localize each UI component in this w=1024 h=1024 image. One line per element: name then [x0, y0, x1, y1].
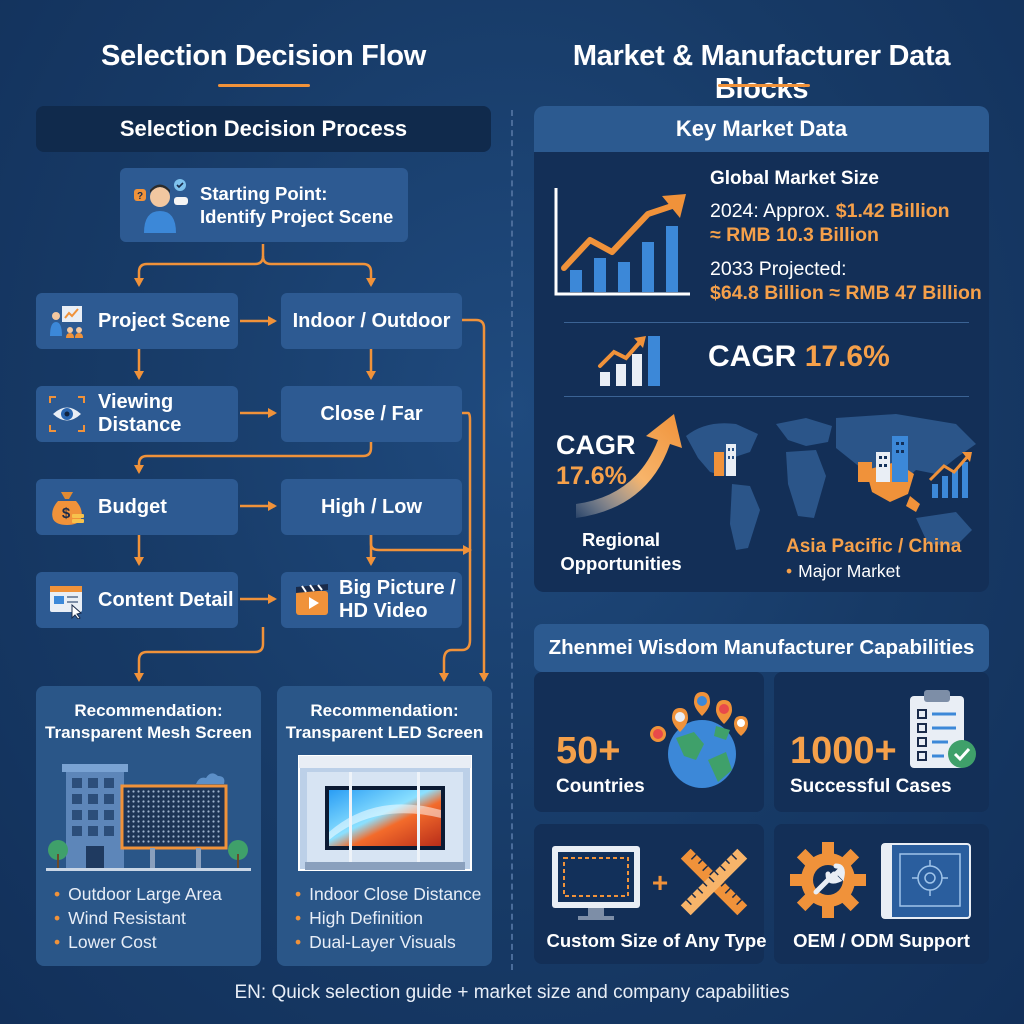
- storefront-led-screen-icon: [298, 755, 472, 871]
- world-map-graphic: [576, 414, 976, 550]
- bullet-item: Outdoor Large Area: [54, 882, 222, 906]
- high-low-box: High / Low: [281, 479, 462, 535]
- region-note: Major Market: [798, 561, 901, 581]
- recommendation-led-title: Recommendation: Transparent LED Screen: [285, 701, 484, 742]
- capabilities-header: Zhenmei Wisdom Manufacturer Capabilities: [534, 624, 989, 672]
- budget-label: Budget: [98, 495, 167, 518]
- market-header: Key Market Data: [534, 106, 989, 152]
- market-panel: [534, 106, 989, 592]
- region-note-line: •Major Market: [786, 561, 901, 581]
- cagr-chart-icon: [598, 336, 660, 386]
- monitor-ruler-icon: +: [552, 846, 748, 920]
- content-detail-label: Content Detail: [98, 588, 234, 611]
- globe-pins-icon: [650, 692, 748, 788]
- start-box: ? Starting Point: Identify Project Scene: [120, 168, 408, 242]
- cases-number: 1000+: [790, 730, 897, 772]
- countries-label: Countries: [556, 776, 645, 797]
- bullet-item: Lower Cost: [54, 930, 222, 954]
- region-name: Asia Pacific / China: [786, 536, 962, 557]
- process-header: Selection Decision Process: [36, 106, 491, 152]
- indoor-outdoor-label: Indoor / Outdoor: [292, 309, 451, 332]
- recommendation-mesh-bullets: Outdoor Large Area Wind Resistant Lower …: [54, 882, 222, 954]
- market-separator-1: [564, 322, 969, 323]
- big-picture-label: Big Picture / HD Video: [339, 577, 456, 622]
- clipboard-check-icon: [910, 690, 976, 768]
- cagr-label: CAGR: [708, 340, 797, 373]
- svg-text:+: +: [652, 867, 668, 898]
- close-far-box: Close / Far: [281, 386, 462, 442]
- market-size-label: Global Market Size: [710, 168, 879, 189]
- browser-cursor-icon: [50, 586, 83, 619]
- viewing-distance-box: Viewing Distance: [36, 386, 238, 442]
- cagr-arrow-value: 17.6%: [556, 462, 627, 490]
- market-2024-rmb: ≈ RMB 10.3 Billion: [710, 224, 879, 246]
- market-2024-prefix: 2024: Approx.: [710, 200, 831, 222]
- custom-size-label: Custom Size of Any Type: [546, 930, 767, 951]
- bullet-item: High Definition: [295, 906, 481, 930]
- cagr-display: CAGR 17.6%: [708, 340, 890, 374]
- recommendation-led-bullets: Indoor Close Distance High Definition Du…: [295, 882, 481, 954]
- presentation-icon: [50, 306, 83, 338]
- left-title-underline: [218, 84, 310, 87]
- recommendation-led-card: Recommendation: Transparent LED Screen I…: [277, 686, 492, 966]
- footer-caption: EN: Quick selection guide + market size …: [234, 982, 790, 1003]
- bullet-item: Dual-Layer Visuals: [295, 930, 481, 954]
- money-bag-icon: $: [52, 492, 84, 525]
- market-2033-label: 2033 Projected:: [710, 258, 847, 280]
- start-label: Starting Point: Identify Project Scene: [200, 183, 394, 227]
- person-question-icon: ?: [134, 179, 188, 233]
- recommendation-mesh-card: Recommendation: Transparent Mesh Screen …: [36, 686, 261, 966]
- project-scene-box: Project Scene: [36, 293, 238, 349]
- market-2024-value: $1.42 Billion: [835, 200, 950, 222]
- viewing-distance-label: Viewing Distance: [98, 391, 182, 436]
- regional-opportunities-label: Regional Opportunities: [560, 529, 682, 574]
- growth-chart-icon: [554, 188, 690, 296]
- high-low-label: High / Low: [320, 495, 423, 518]
- bullet-item: Indoor Close Distance: [295, 882, 481, 906]
- project-scene-label: Project Scene: [98, 309, 231, 332]
- market-separator-2: [564, 396, 969, 397]
- recommendation-mesh-title: Recommendation: Transparent Mesh Screen: [45, 701, 252, 742]
- video-clapper-icon: [296, 584, 328, 615]
- big-picture-box: Big Picture / HD Video: [281, 572, 462, 628]
- budget-box: $ Budget: [36, 479, 238, 535]
- indoor-outdoor-box: Indoor / Outdoor: [281, 293, 462, 349]
- market-2033-value: $64.8 Billion ≈ RMB 47 Billion: [710, 282, 982, 304]
- cases-label: Successful Cases: [790, 776, 952, 797]
- close-far-label: Close / Far: [320, 402, 423, 425]
- right-title: Market & Manufacturer Data Blocks: [572, 40, 951, 105]
- svg-text:?: ?: [137, 191, 143, 202]
- left-title: Selection Decision Flow: [100, 40, 427, 72]
- gear-blueprint-icon: [790, 842, 971, 919]
- content-detail-box: Content Detail: [36, 572, 238, 628]
- oem-label: OEM / ODM Support: [793, 930, 970, 951]
- market-2024-line: 2024: Approx. $1.42 Billion: [710, 200, 950, 223]
- right-title-underline: [718, 84, 810, 87]
- cagr-value: 17.6%: [804, 340, 890, 373]
- svg-text:$: $: [62, 505, 71, 522]
- column-divider: [511, 110, 513, 970]
- countries-number: 50+: [556, 730, 621, 772]
- eye-icon: [49, 396, 85, 432]
- bullet-item: Wind Resistant: [54, 906, 222, 930]
- cagr-arrow-label: CAGR: [556, 430, 636, 460]
- building-mesh-screen-icon: [46, 764, 251, 871]
